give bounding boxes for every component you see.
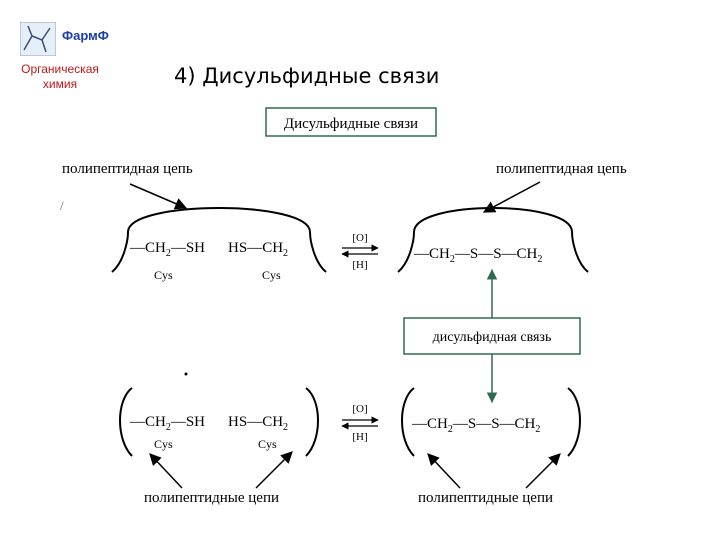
bracket-bottom-left-1 (119, 387, 133, 457)
chains-label-bottom-right: полипептидные цепи (418, 490, 553, 506)
cys-bottom-right: Cys (258, 437, 277, 451)
bond-box-text: дисульфидная связь (433, 330, 552, 345)
dash-9: — (170, 414, 187, 430)
s-bottom-1: S (468, 416, 476, 432)
bracket-bottom-right-2 (567, 387, 581, 457)
s-top-2: S (493, 246, 501, 262)
ch2-7: CH (427, 416, 448, 432)
arrow-bottom-left-2 (255, 451, 293, 489)
oxidized-group-top: —CH2—S—S—CH2 (413, 246, 542, 265)
hs-bottom: HS (228, 414, 247, 430)
ch2-2: CH (262, 240, 283, 256)
reduced-group-top-right: HS—CH2 (228, 240, 288, 259)
dash-13: — (475, 416, 492, 432)
title-box-text: Дисульфидные связи (284, 116, 418, 132)
s-bottom-2: S (491, 416, 499, 432)
slide-title: 4) Дисульфидные связи (174, 64, 440, 88)
subject-line-2: химия (42, 77, 78, 91)
sub2-5: 2 (166, 422, 171, 433)
sub2-2: 2 (283, 248, 288, 259)
chain-arc-top-left (111, 207, 327, 273)
sh-bottom: SH (186, 414, 205, 430)
dash-1: — (129, 240, 146, 256)
stray-mark: / (60, 198, 64, 213)
sub2-8: 2 (535, 424, 540, 435)
title-box (265, 107, 437, 137)
dash-3: — (246, 240, 263, 256)
reduction-top: [H] (352, 259, 367, 271)
brand-name: ФармФ (62, 28, 109, 43)
oxidized-group-bottom: —CH2—S—S—CH2 (411, 416, 540, 435)
chains-label-bottom-left: полипептидные цепи (144, 490, 279, 506)
bond-box (403, 317, 581, 355)
cys-bottom-left: Cys (154, 437, 173, 451)
arrow-bottom-right (427, 453, 461, 489)
ch2-8: CH (515, 416, 536, 432)
chain-label-top-right: полипептидная цепь (496, 161, 627, 177)
bracket-bottom-right-1 (401, 387, 415, 457)
oxidation-bottom: [O] (352, 403, 367, 415)
ch2-5: CH (145, 414, 166, 430)
dash-7: — (501, 246, 518, 262)
cys-top-right: Cys (262, 268, 281, 282)
s-top-1: S (470, 246, 478, 262)
reduced-group-bottom-right: HS—CH2 (228, 414, 288, 433)
reduced-group-top: —CH2—SH (129, 240, 205, 259)
dash-5: — (454, 246, 471, 262)
arrow-top-right (482, 181, 541, 213)
ch2-6: CH (262, 414, 283, 430)
dash-4: — (413, 246, 430, 262)
ch2-4: CH (517, 246, 538, 262)
sub2-4: 2 (537, 254, 542, 265)
reduced-group-bottom: —CH2—SH (129, 414, 205, 433)
sub2-1: 2 (166, 248, 171, 259)
sub2-6: 2 (283, 422, 288, 433)
bracket-bottom-left-2 (305, 387, 319, 457)
hs-top: HS (228, 240, 247, 256)
sh-top: SH (186, 240, 205, 256)
subject-label: Органическая химия (6, 62, 114, 92)
dash-14: — (499, 416, 516, 432)
sub2-3: 2 (450, 254, 455, 265)
ch2-1: CH (145, 240, 166, 256)
subject-line-1: Органическая (21, 62, 99, 76)
dash-8: — (129, 414, 146, 430)
arrow-bottom-left (149, 453, 183, 489)
arrow-bottom-right-2 (525, 453, 561, 489)
reduction-bottom: [H] (352, 431, 367, 443)
oxidation-top: [O] (352, 232, 367, 244)
sub2-7: 2 (448, 424, 453, 435)
dash-10: — (246, 414, 263, 430)
chain-arc-top-right (397, 207, 589, 273)
chain-label-top-left: полипептидная цепь (62, 161, 193, 177)
logo-icon (19, 21, 57, 57)
dash-12: — (452, 416, 469, 432)
dot-mark (184, 372, 188, 376)
cys-top-left: Cys (154, 268, 173, 282)
dash-11: — (411, 416, 428, 432)
arrow-top-left (129, 183, 188, 210)
dash-2: — (170, 240, 187, 256)
ch2-3: CH (429, 246, 450, 262)
dash-6: — (477, 246, 494, 262)
